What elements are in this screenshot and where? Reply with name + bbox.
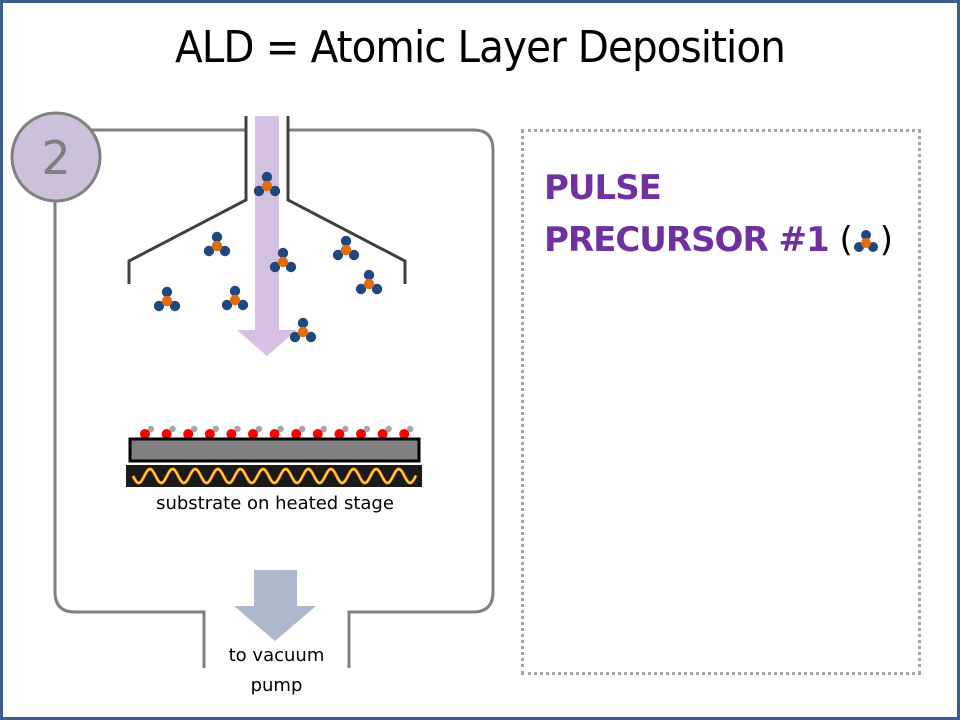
surface-site [269, 425, 284, 439]
precursor-molecule [269, 247, 297, 273]
surface-site [356, 425, 371, 439]
pump-arrow [234, 570, 316, 641]
surface-site [161, 425, 176, 439]
precursor-molecule-icon [853, 229, 878, 252]
surface-site [334, 425, 349, 439]
surface-site [183, 425, 198, 439]
step-target: PRECURSOR #1 ( ) [544, 214, 893, 266]
heater-coil-highlight [132, 468, 417, 484]
heated-stage [126, 465, 422, 487]
precursor-molecule [253, 171, 281, 197]
precursor-flow-arrow [237, 116, 297, 356]
surface-site [248, 425, 263, 439]
pump-label-line2: pump [250, 675, 303, 696]
chamber-wall-left [53, 128, 245, 668]
precursor-molecules [153, 171, 383, 343]
surface-hydroxyl-sites [140, 425, 414, 439]
precursor-molecule [203, 231, 231, 257]
surface-site [377, 425, 392, 439]
step-info-box: PULSE PRECURSOR #1 ( ) [521, 129, 921, 675]
precursor-molecule [221, 285, 249, 311]
paren-close: ) [879, 220, 893, 260]
precursor-molecule [355, 269, 383, 295]
slide-title: ALD = Atomic Layer Deposition [175, 22, 786, 73]
surface-site [291, 425, 306, 439]
showerhead-nozzle [127, 116, 407, 284]
pump-label-line1: to vacuum [228, 645, 325, 666]
precursor-molecule [289, 317, 317, 343]
surface-site [399, 425, 414, 439]
step-number: 2 [41, 131, 70, 185]
step-action: PULSE [544, 168, 662, 208]
surface-site [204, 425, 219, 439]
chamber-wall-right [289, 128, 495, 668]
precursor-molecule [153, 286, 181, 312]
substrate [128, 437, 421, 463]
step-description: PULSE PRECURSOR #1 ( ) [544, 162, 893, 266]
substrate-label: substrate on heated stage [156, 493, 394, 514]
surface-site [140, 425, 155, 439]
precursor-molecule [332, 235, 360, 261]
precursor-name: PRECURSOR #1 [544, 220, 830, 260]
paren-open: ( [839, 220, 852, 260]
surface-site [226, 425, 241, 439]
surface-site [312, 425, 327, 439]
step-indicator: 2 [10, 111, 102, 203]
